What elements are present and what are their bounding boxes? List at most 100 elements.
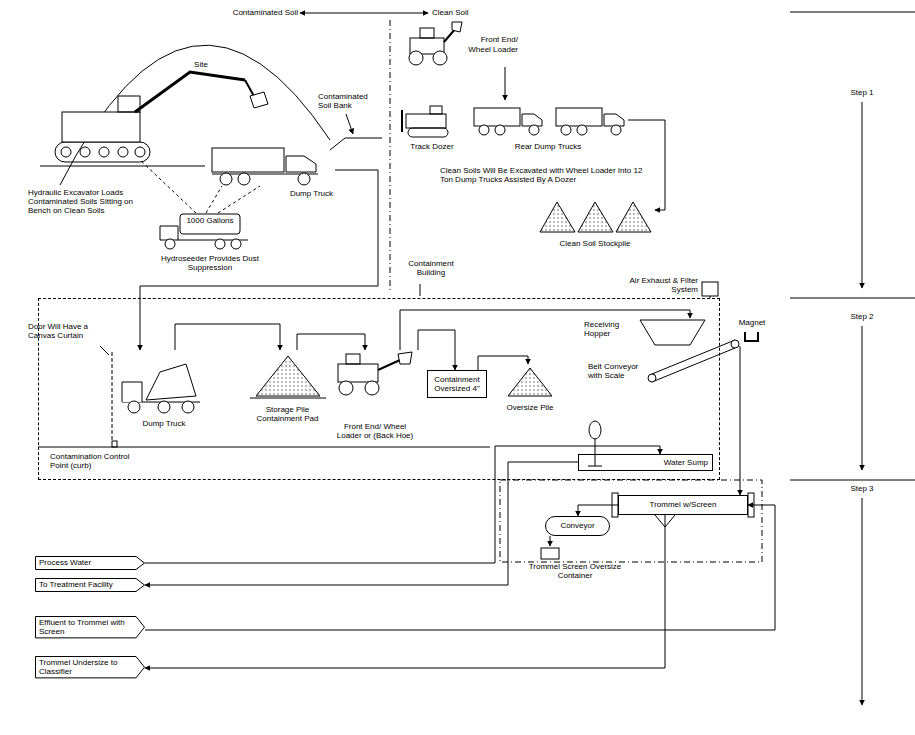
pump-symbol [588,421,602,466]
flow-tag: Effluent to Trommel with Screen [35,616,145,638]
label-box: Step 2 [844,312,880,321]
clean-loader-symbol [409,22,462,65]
step-rules-part [790,298,915,299]
rear-dump-trucks-symbol-part [522,114,542,126]
clean-stockpile-symbol-part [540,202,575,232]
hopper-belt-symbol-part [652,348,735,382]
step-rules-part [790,12,915,13]
rear-dump-trucks-symbol-part [556,108,602,126]
site-outline-part [330,138,382,150]
belt-conveyor-box: Belt Conveyor with Scale [586,360,646,388]
flow-line [145,505,775,630]
area-label: Site [186,60,216,69]
building-truck-symbol-part [122,382,142,402]
loader-box: Front End/ Wheel Loader or (Back Hoe) [330,350,420,442]
building-floor-part [100,346,109,355]
soil-divider [300,13,428,290]
rear-dump-trucks-symbol-part [529,125,539,135]
storage-pile-symbol-part [250,398,326,399]
building-truck-symbol-part [182,401,194,413]
rear-dump-trucks-symbol-part [479,125,489,135]
dozer-symbol-part [430,106,442,114]
building-loader-symbol-part [339,381,353,395]
stockpile-box: Clean Soil Stockpile [535,195,655,250]
storage-pile-symbol [250,356,326,398]
conveyor-belt: Conveyor [545,516,610,536]
node-text: Hydroseeder Provides Dust Suppression [152,254,268,272]
site-truck-symbol [212,148,318,185]
hydroseeder-symbol-part [231,239,241,249]
step-label: Step 1 [844,88,880,97]
hydroseeder-symbol-part [215,239,225,249]
hydroseeder-symbol-part-part [218,186,260,213]
node-text: Dump Truck [142,419,185,428]
node-text: Containment Oversized 4" [430,375,484,393]
node-text: Effluent to Trommel with Screen [39,618,133,636]
hydroseeder-symbol-part [160,226,178,240]
rear-dump-trucks-symbol-part [611,125,621,135]
step-rules-part [862,326,863,470]
flow-line [740,346,741,495]
water-sump: Water Sump [578,454,713,471]
storage-pile-symbol-part [256,356,320,396]
site-outline [40,45,382,185]
step-label: Step 3 [844,484,880,493]
flow-tag: Process Water [35,556,145,570]
flow-line [145,446,660,563]
containment-building: Containment BuildingDump TruckStorage Pi… [38,298,720,480]
site-truck-symbol-part [212,148,284,172]
direction-label: Clean Soil [432,8,492,17]
step-rules-part [862,102,863,288]
node-text: To Treatment Facility [39,580,113,589]
excavator-symbol-part [135,147,145,157]
flow-tag: To Treatment Facility [35,578,145,592]
step-label: Step 2 [844,312,880,321]
oversize-pile-symbol-part [508,368,552,396]
clean-stockpile-symbol-part [616,202,651,232]
loader-box: Front End/ Wheel Loader [400,22,520,67]
label-box: Clean Soils Will Be Excavated with Wheel… [440,166,645,184]
flow-line [297,334,365,350]
note-label: Hydraulic Excavator Loads Contaminated S… [28,188,148,216]
node-text: Oversize Pile [506,403,553,412]
flow-line [628,120,665,210]
rear-dump-trucks-symbol [474,108,624,135]
clean-loader-symbol-part [433,51,447,65]
hopper-belt-symbol-part [731,340,739,348]
excavator-symbol-part [55,142,150,162]
flow-line [578,505,618,516]
building-heading: Containment Building [401,259,461,277]
trommel-symbol-part [500,480,762,562]
direction-label: Contaminated Soil [198,8,298,17]
hopper-box: Receiving Hopper [582,318,707,348]
soil-divider-part [300,13,428,14]
oversize-container-box: Trommel Screen Oversize Container [515,546,635,590]
hopper-belt-symbol-part [652,340,735,374]
trommel-symbol [500,480,762,562]
pump-symbol-part [588,466,602,467]
truck-box: Dump Truck [205,140,335,200]
building-loader-symbol [338,352,412,395]
rear-dump-trucks-symbol-part [577,125,587,135]
node-text: Trommel w/Screen [650,500,717,509]
tag-outline-shape [36,557,145,570]
excavator-symbol-part [80,147,90,157]
site-truck-symbol-part [220,173,232,185]
node-text: 1000 Gallons [186,216,233,225]
hydroseeder-symbol-part-part [206,186,222,213]
rear-dump-trucks-symbol-part [495,125,505,135]
excavator-symbol-part [118,147,128,157]
excavator-symbol-part [61,147,71,157]
truck-box: Dump Truck [118,350,210,430]
label-box: Site [186,60,216,69]
excavator-symbol-part [99,147,109,157]
clean-loader-symbol-part [452,22,462,32]
hopper-belt-symbol-part [640,320,705,345]
node-text: Track Dozer [410,142,453,151]
label-box: Air Exhaust & Filter System [618,276,698,294]
rear-dump-trucks-symbol-part [604,114,624,126]
label-box: Step 1 [844,88,880,97]
building-floor-part [702,282,718,296]
site-truck-symbol-part [238,173,250,185]
